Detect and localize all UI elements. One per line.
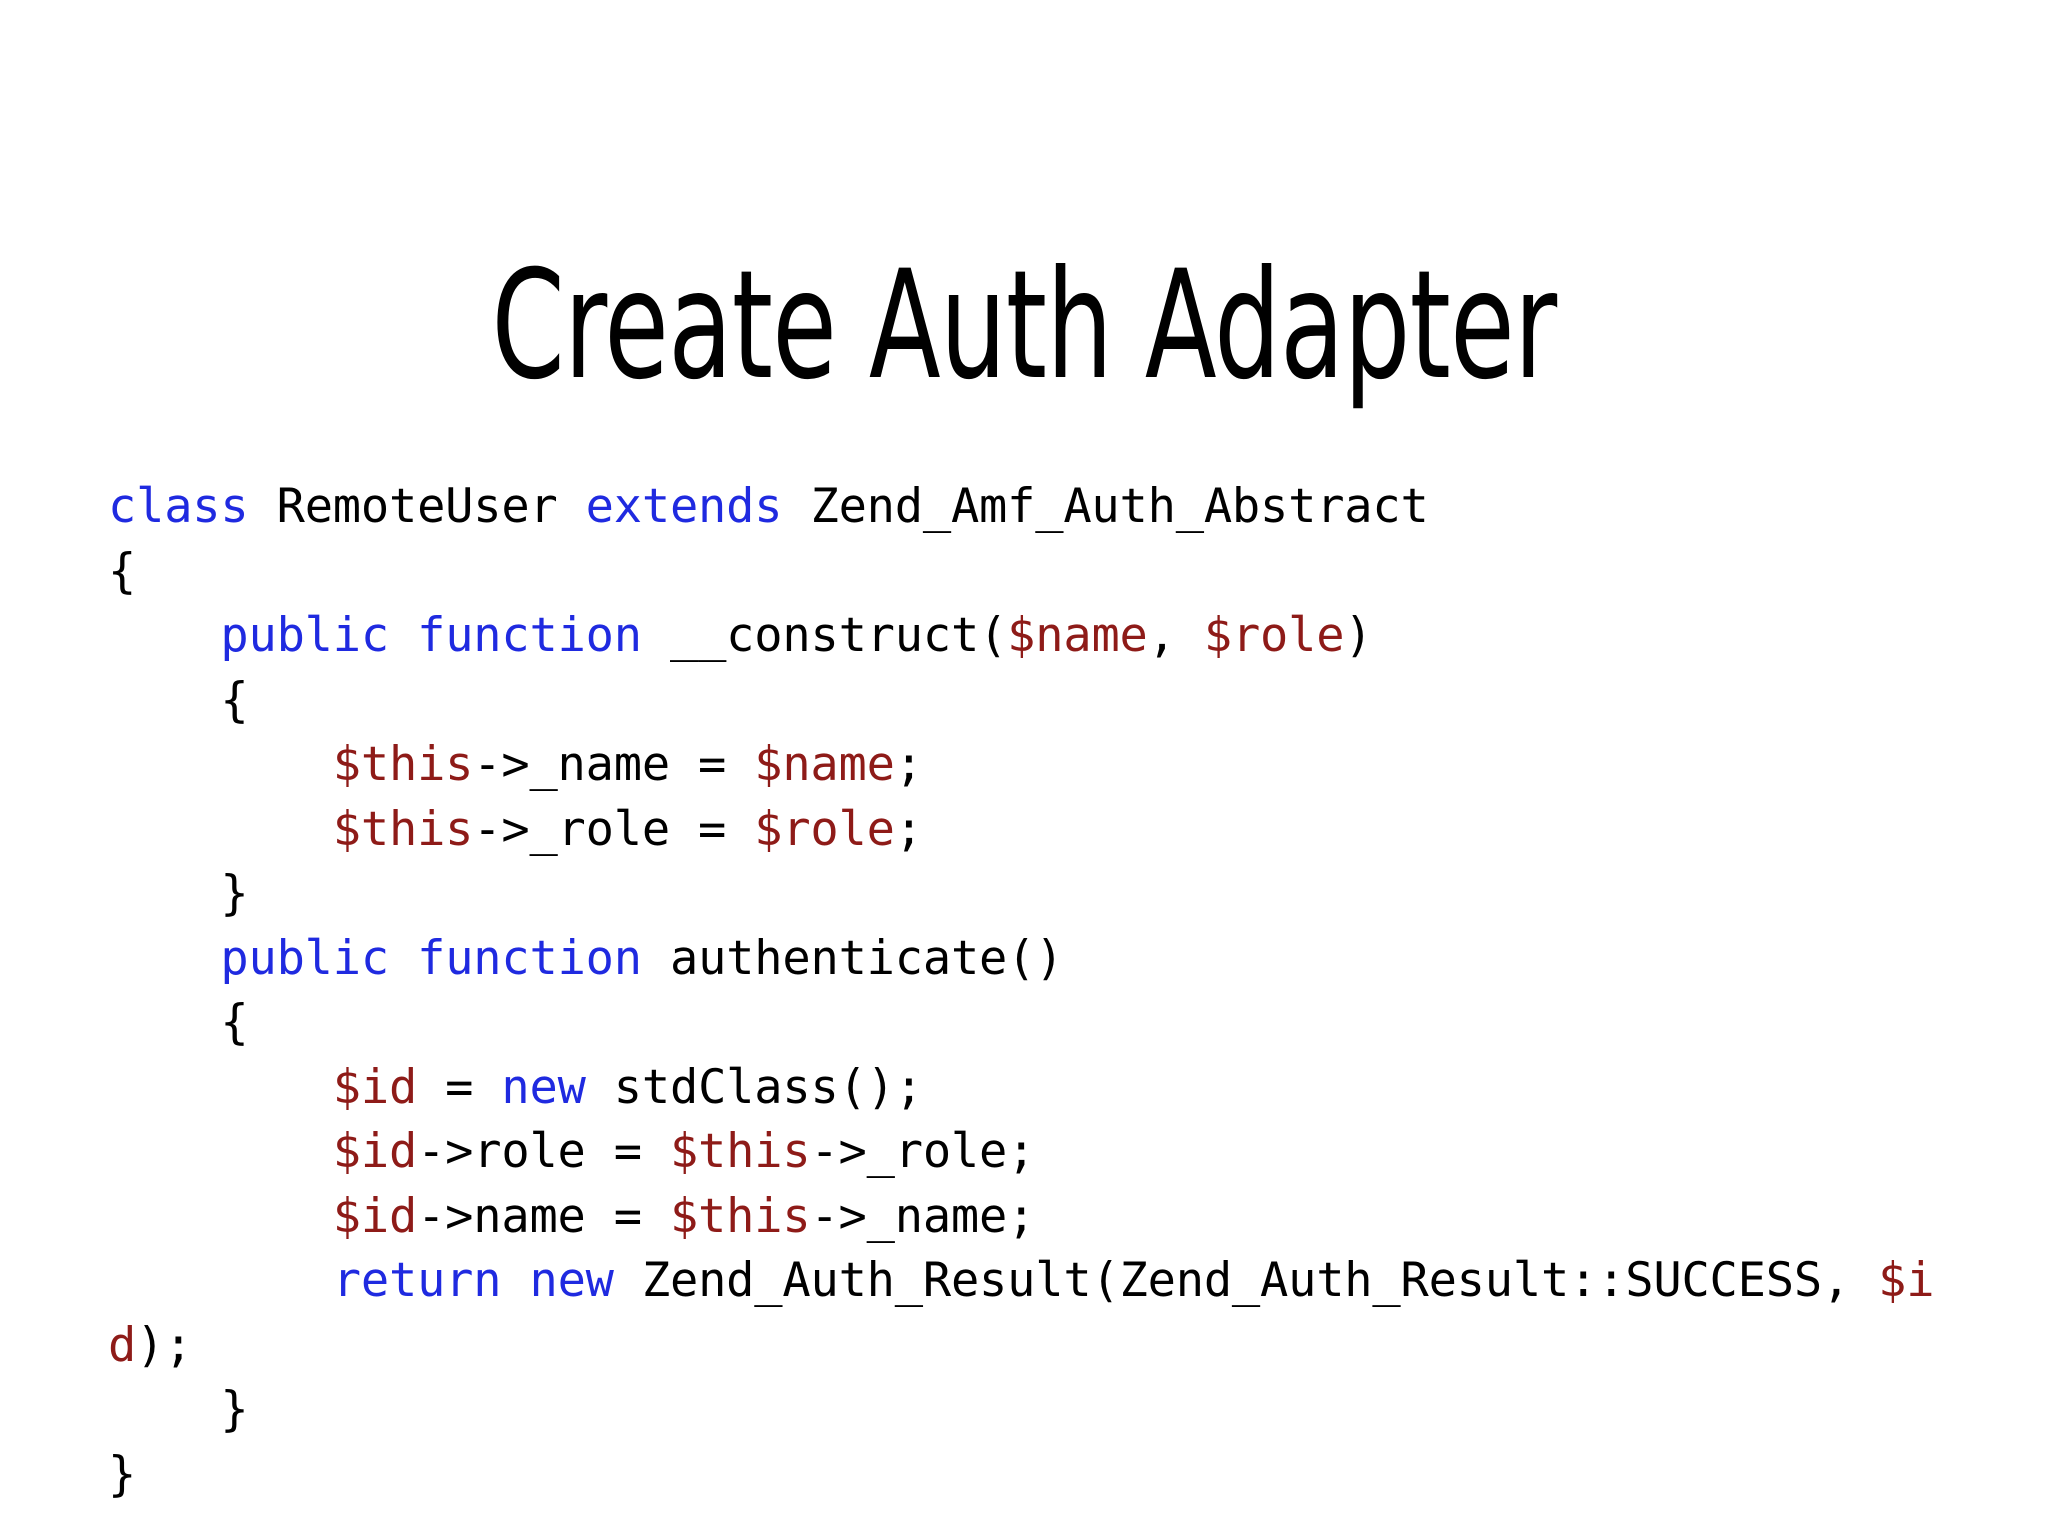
code-token-punc: } — [108, 1446, 137, 1502]
code-line: class RemoteUser extends Zend_Amf_Auth_A… — [108, 475, 2008, 540]
code-token-kw: public — [220, 930, 389, 986]
code-token-op — [108, 1189, 333, 1244]
code-token-var: $this — [332, 737, 474, 792]
page-title: Create Auth Adapter — [491, 238, 1557, 413]
code-token-var: $id — [108, 1253, 1935, 1373]
code-token-op: ->role = — [417, 1124, 670, 1179]
code-token-punc: ); — [136, 1317, 193, 1373]
code-token-punc: } — [108, 866, 249, 921]
code-token-var: $role — [754, 801, 895, 857]
code-token-op: ->_role = — [473, 801, 755, 857]
code-line: } — [108, 1378, 2008, 1443]
code-line: } — [108, 862, 2008, 927]
code-line: $this->_name = $name; — [108, 733, 2008, 798]
code-token-op: ->_name = — [473, 737, 755, 792]
code-line: $id->name = $this->_name; — [108, 1185, 2008, 1250]
code-token-op: ->_role; — [810, 1124, 1036, 1179]
code-token-op — [586, 1060, 614, 1115]
code-token-op — [108, 802, 333, 857]
code-line: $id = new stdClass(); — [108, 1056, 2008, 1121]
code-token-id: stdClass(); — [613, 1059, 923, 1115]
code-line: $this->_role = $role; — [108, 798, 2008, 863]
code-token-op — [108, 737, 333, 792]
code-line: $id->role = $this->_role; — [108, 1120, 2008, 1185]
code-token-id: Zend_Amf_Auth_Abstract — [810, 479, 1429, 534]
code-token-op — [108, 1060, 333, 1115]
code-token-punc: ) — [1344, 608, 1373, 663]
code-token-kw: function — [417, 608, 642, 663]
code-token-op: ->_name; — [810, 1188, 1036, 1244]
code-token-op — [248, 479, 276, 534]
code-token-id: authenticate() — [669, 930, 1064, 986]
code-line: { — [108, 991, 2008, 1056]
code-token-op — [389, 608, 417, 663]
code-token-var: $this — [669, 1124, 811, 1179]
code-line: { — [108, 669, 2008, 734]
code-token-id: Zend_Auth_Result(Zend_Auth_Result::SUCCE… — [641, 1253, 1879, 1308]
code-block: class RemoteUser extends Zend_Amf_Auth_A… — [108, 475, 2008, 1507]
code-line: } — [108, 1443, 2008, 1508]
code-token-op — [614, 1253, 642, 1308]
code-token-var: $id — [332, 1188, 418, 1244]
code-token-var: $this — [332, 801, 474, 857]
code-token-kw: public — [220, 608, 389, 663]
code-token-var: $name — [1007, 608, 1148, 663]
code-token-kw: new — [501, 1059, 586, 1115]
code-token-punc: { — [108, 543, 137, 599]
code-token-kw: function — [417, 930, 642, 986]
code-token-punc: , — [1147, 608, 1204, 663]
code-token-op — [501, 1253, 529, 1308]
code-token-op — [108, 1124, 333, 1179]
code-token-op: ->name = — [417, 1188, 670, 1244]
code-token-op — [642, 931, 670, 986]
code-token-punc: ; — [894, 737, 923, 792]
code-token-var: $name — [754, 737, 895, 792]
code-token-kw: extends — [585, 479, 783, 534]
code-token-id: __construct( — [669, 608, 1008, 663]
code-line: { — [108, 540, 2008, 605]
code-line: public function __construct($name, $role… — [108, 604, 2008, 669]
code-token-op — [558, 479, 586, 534]
code-token-var: $this — [669, 1188, 811, 1244]
code-token-var: $id — [332, 1124, 418, 1179]
code-token-op — [642, 608, 670, 663]
code-token-punc: { — [108, 672, 249, 728]
code-token-punc: ; — [894, 801, 923, 857]
code-token-punc: { — [108, 995, 249, 1050]
code-token-var: $role — [1203, 608, 1345, 663]
code-token-id: RemoteUser — [276, 479, 558, 534]
code-token-op — [389, 931, 417, 986]
code-token-op — [108, 931, 220, 986]
code-token-punc: } — [108, 1382, 249, 1437]
code-token-kw: return — [332, 1253, 502, 1308]
code-token-var: $id — [332, 1059, 418, 1115]
code-token-kw: class — [108, 479, 249, 534]
code-token-op — [782, 479, 810, 534]
code-token-op — [108, 608, 220, 663]
code-line: public function authenticate() — [108, 927, 2008, 992]
code-line: return new Zend_Auth_Result(Zend_Auth_Re… — [108, 1249, 2008, 1378]
code-token-op — [108, 1253, 333, 1308]
code-token-op: = — [417, 1059, 502, 1115]
code-token-kw: new — [529, 1253, 614, 1308]
